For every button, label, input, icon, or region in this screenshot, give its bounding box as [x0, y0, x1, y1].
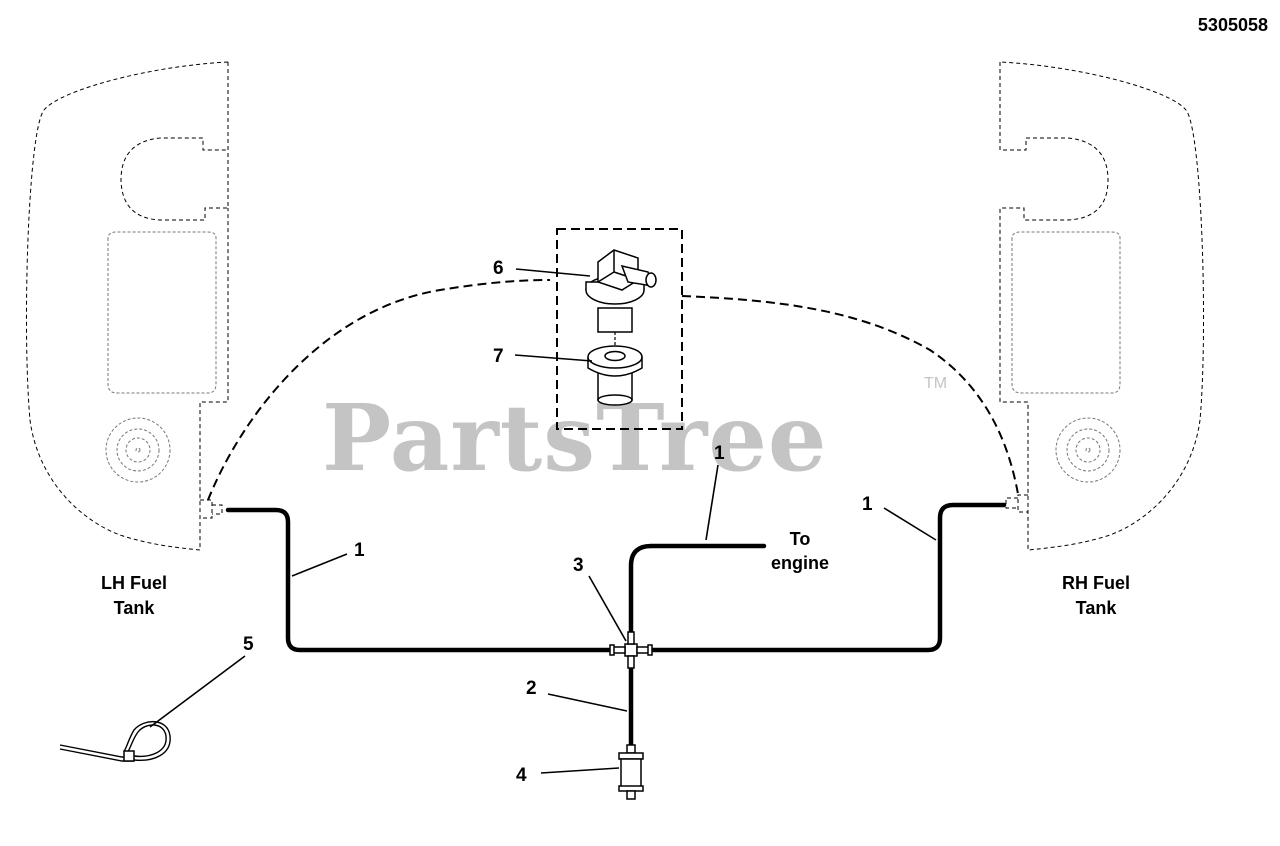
lh-drain-plug-circle	[105, 417, 171, 483]
engine-label-line2: engine	[771, 553, 829, 573]
leader-lines	[149, 268, 937, 774]
watermark-trademark: TM	[924, 375, 947, 392]
engine-label-line1: To	[790, 529, 811, 549]
callout-3: 3	[573, 555, 584, 576]
callout-1-left: 1	[354, 540, 365, 561]
fuel-hose-to-engine	[628, 543, 767, 641]
rh-tank-label-line2: Tank	[1076, 598, 1118, 618]
callout-5: 5	[243, 634, 254, 655]
rh-fuel-tank-outline	[999, 61, 1205, 551]
fuel-hose-right	[647, 502, 1007, 653]
callout-1-right: 1	[862, 494, 873, 515]
fitting-detail-inset	[556, 228, 683, 430]
cable-tie-part-5	[59, 721, 171, 762]
rh-drain-plug-circle	[1055, 417, 1121, 483]
callout-4: 4	[516, 765, 527, 786]
lh-fuel-tank-outline	[25, 61, 229, 551]
elbow-fitting-part-6	[585, 249, 657, 350]
lh-tank-label-line2: Tank	[114, 598, 156, 618]
fuel-filter-part-4	[618, 744, 644, 800]
watermark-text: PartsTree	[322, 384, 827, 492]
phantom-crossover-line-right	[681, 295, 1019, 495]
phantom-crossover-line-left	[207, 279, 551, 501]
callout-7: 7	[493, 346, 504, 367]
watermark: PartsTree TM	[322, 375, 947, 492]
callout-2: 2	[526, 678, 537, 699]
callout-6: 6	[493, 258, 504, 279]
fuel-hose-left	[225, 507, 615, 653]
lh-tank-label-line1: LH Fuel	[101, 573, 167, 593]
grommet-part-7	[587, 345, 643, 406]
cross-fitting-part-3	[609, 631, 653, 669]
callout-1-center: 1	[714, 443, 725, 464]
diagram-number: 5305058	[1198, 15, 1268, 35]
rh-tank-label-line1: RH Fuel	[1062, 573, 1130, 593]
